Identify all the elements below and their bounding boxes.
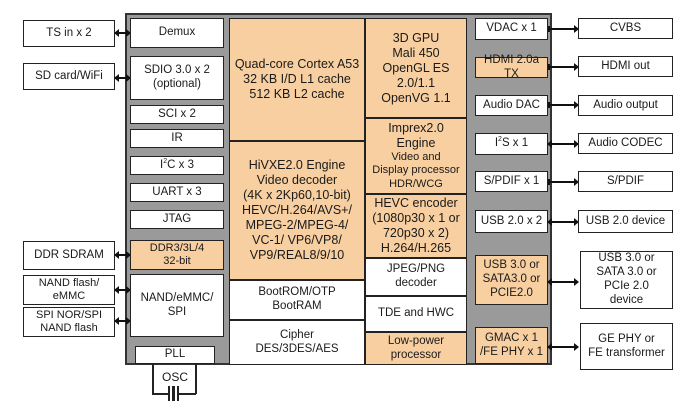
audio-dac-block: Audio DAC	[475, 95, 548, 116]
audio-dac-arrow	[548, 101, 579, 109]
imprex-title: Imprex2.0 Engine	[388, 121, 444, 151]
usb3-sata-pcie-block: USB 3.0 or SATA3.0 or PCIE2.0	[475, 255, 548, 305]
crystal-body	[172, 386, 175, 401]
osc-label: OSC	[161, 370, 188, 384]
nand-emmc-spi-block: NAND/eMMC/ SPI	[130, 274, 224, 337]
tde-hwc-block: TDE and HWC	[365, 296, 467, 332]
uart-block: UART x 3	[130, 183, 224, 202]
pll-block: PLL	[135, 346, 215, 364]
audio-codec-block: Audio CODEC	[578, 133, 673, 154]
gmac-arrow	[547, 343, 579, 351]
spdif-block: S/PDIF x 1	[475, 171, 548, 192]
sd-wifi-block: SD card/WiFi	[23, 63, 115, 90]
vdac-arrow	[548, 25, 579, 33]
nand-arrow	[114, 286, 131, 294]
i2s-block: I2S x 1	[475, 133, 548, 155]
jpeg-png-decoder-block: JPEG/PNG decoder	[365, 258, 467, 296]
low-power-processor-block: Low-power processor	[365, 332, 467, 365]
sci-block: SCI x 2	[130, 105, 224, 124]
gmac-block: GMAC x 1 /FE PHY x 1	[475, 327, 548, 364]
hdmi-arrow	[548, 63, 579, 71]
ddr-sdram-block: DDR SDRAM	[23, 241, 115, 270]
osc-wire-bottom-left	[152, 393, 168, 395]
i2s-label: I2S x 1	[494, 136, 529, 150]
osc-wire-bottom-right	[179, 393, 196, 395]
spi-nor-nand-block: SPI NOR/SPI NAND flash	[23, 307, 115, 337]
i2c-label: I2C x 3	[160, 157, 194, 171]
sd-sdio-arrow	[114, 74, 131, 82]
osc-wire-right	[195, 364, 197, 394]
usb2-block: USB 2.0 x 2	[475, 210, 548, 233]
crystal-plate-left	[168, 386, 170, 401]
ddr-controller-block: DDR3/3L/4 32-bit	[130, 240, 224, 270]
ddr-arrow	[114, 251, 131, 259]
jtag-block: JTAG	[130, 210, 224, 229]
demux-block: Demux	[130, 18, 224, 48]
imprex-block: Imprex2.0 Engine Video and Display proce…	[365, 118, 467, 194]
hdmi-tx-block: HDMI 2.0a TX	[475, 54, 548, 80]
ir-block: IR	[130, 129, 224, 148]
i2s-arrow	[547, 140, 579, 148]
imprex-description: Video and Display processor HDR/WCG	[372, 151, 460, 190]
usb3-device-block: USB 3.0 or SATA 3.0 or PCIe 2.0 device	[580, 251, 673, 309]
i2c-block: I2C x 3	[130, 156, 224, 175]
bootrom-block: BootROM/OTP BootRAM	[229, 280, 365, 320]
usb2-device-block: USB 2.0 device	[578, 210, 673, 233]
osc-wire-left	[152, 364, 154, 394]
gpu-block: 3D GPU Mali 450 OpenGL ES 2.0/1.1 OpenVG…	[365, 18, 467, 118]
ts-in-block: TS in x 2	[23, 20, 115, 47]
spdif-arrow	[548, 178, 579, 186]
usb3-arrow	[547, 278, 579, 286]
sdio-block: SDIO 3.0 x 2 (optional)	[130, 56, 224, 100]
audio-output-block: Audio output	[578, 95, 673, 116]
spi-arrow	[114, 317, 131, 325]
ge-phy-block: GE PHY or FE transformer	[580, 323, 673, 370]
nand-flash-emmc-block: NAND flash/ eMMC	[23, 275, 115, 305]
usb2-arrow	[547, 218, 579, 226]
crystal-plate-right	[177, 386, 179, 401]
hdmi-out-block: HDMI out	[578, 56, 673, 77]
hevc-encoder-block: HEVC encoder (1080p30 x 1 or 720p30 x 2)…	[365, 194, 467, 258]
cvbs-block: CVBS	[578, 18, 673, 39]
spdif-out-block: S/PDIF	[578, 171, 673, 192]
cpu-block: Quad-core Cortex A53 32 KB I/D L1 cache …	[229, 18, 365, 141]
vdac-block: VDAC x 1	[475, 18, 548, 40]
hivxe-decoder-block: HiVXE2.0 Engine Video decoder (4K x 2Kp6…	[229, 141, 365, 280]
ts-demux-arrow	[114, 29, 131, 37]
cipher-block: Cipher DES/3DES/AES	[229, 320, 365, 365]
